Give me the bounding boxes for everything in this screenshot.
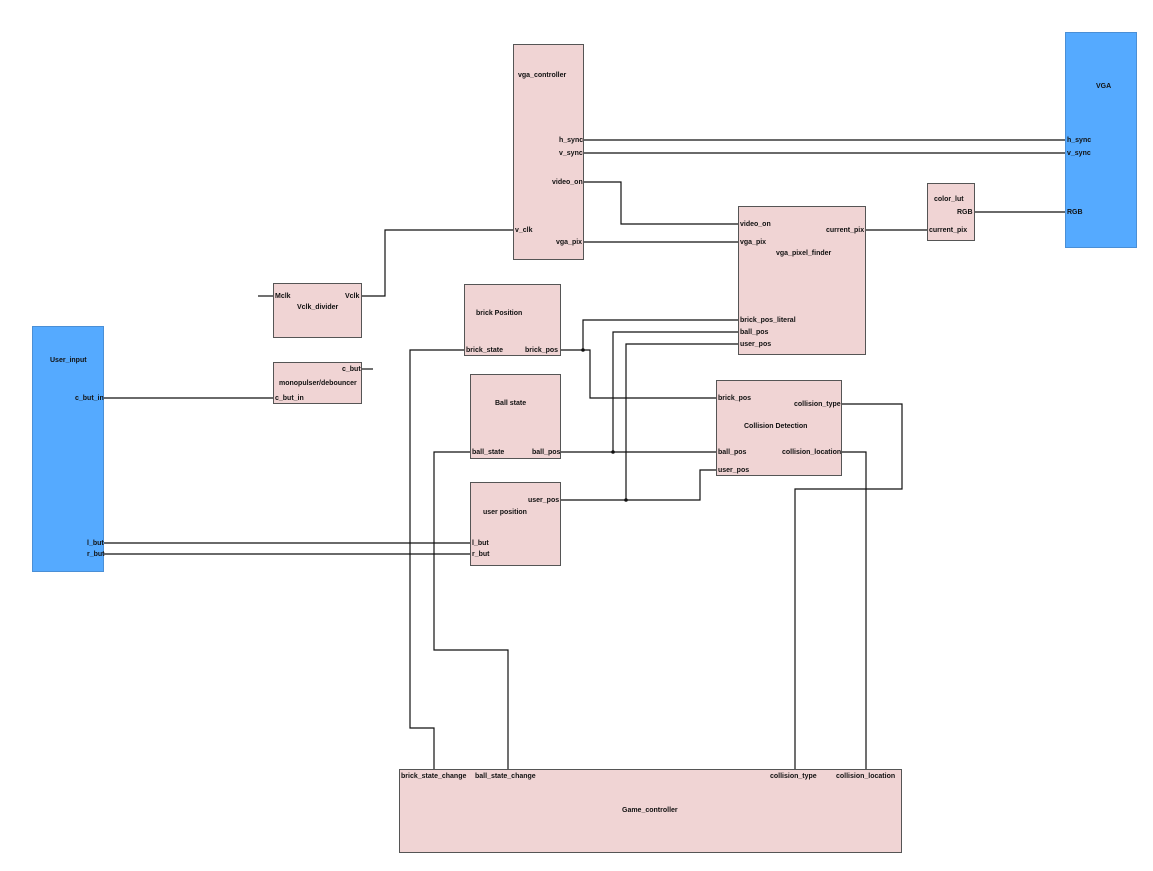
wire-brick-pos <box>561 349 716 399</box>
vga-pixel-finder-port-user-pos: user_pos <box>740 341 772 348</box>
wire-brick-pos-literal <box>582 319 738 350</box>
vga-port-h-sync: h_sync <box>1067 137 1092 144</box>
game-controller-port-brick-state-change: brick_state_change <box>401 773 467 780</box>
game-controller-block <box>399 769 902 853</box>
color-lut-block <box>927 183 975 241</box>
game-controller-title: Game_controller <box>622 807 678 814</box>
junction-ball-pos <box>611 450 615 454</box>
vga-pixel-finder-port-ball-pos: ball_pos <box>740 329 769 336</box>
game-controller-port-collision-location: collision_location <box>836 773 896 780</box>
brick-position-port-brick-pos: brick_pos <box>525 347 559 354</box>
vga-pixel-finder-port-vga-pix: vga_pix <box>740 239 767 246</box>
vga-controller-title: vga_controller <box>518 72 567 79</box>
vga-port-rgb: RGB <box>1067 209 1083 216</box>
wire-video-on <box>584 181 738 225</box>
wire-ball-state <box>433 451 509 769</box>
ball-state-title: Ball state <box>495 400 527 407</box>
color-lut-port-rgb: RGB <box>957 209 973 216</box>
wire-collision-location <box>842 451 867 769</box>
wire-brick-state <box>409 349 464 769</box>
vga-pixel-finder-block <box>738 206 866 355</box>
user-position-block <box>470 482 561 566</box>
ball-state-port-ball-pos: ball_pos <box>532 449 561 456</box>
brick-position-port-brick-state: brick_state <box>466 347 503 354</box>
color-lut-title: color_lut <box>934 196 964 203</box>
game-controller-port-ball-state-change: ball_state_change <box>475 773 536 780</box>
user-input-port-l-but: l_but <box>87 540 104 547</box>
color-lut-port-current-pix: current_pix <box>929 227 968 234</box>
collision-detection-block <box>716 380 842 476</box>
vga-controller-port-v-clk: v_clk <box>515 227 533 234</box>
ball-state-block <box>470 374 561 459</box>
user-position-port-l-but: l_but <box>472 540 489 547</box>
vga-controller-port-v-sync: v_sync <box>559 150 583 157</box>
vga-pixel-finder-port-current-pix: current_pix <box>826 227 865 234</box>
vga-block <box>1065 32 1137 248</box>
wire-ball-pos-finder <box>612 331 738 452</box>
junction-user-pos <box>624 498 628 502</box>
vclk-divider-title: Vclk_divider <box>297 304 339 311</box>
collision-detection-port-user-pos: user_pos <box>718 467 750 474</box>
vga-pixel-finder-port-brick-pos-literal: brick_pos_literal <box>740 317 796 324</box>
collision-detection-port-collision-location: collision_location <box>782 449 842 456</box>
vga-controller-port-h-sync: h_sync <box>559 137 584 144</box>
user-input-port-r-but: r_but <box>87 551 105 558</box>
monopulser-port-c-but: c_but <box>342 366 361 373</box>
junction-brick-pos <box>581 348 585 352</box>
vga-controller-block <box>513 44 584 260</box>
monopulser-title: monopulser/debouncer <box>279 380 357 387</box>
user-input-block <box>32 326 104 572</box>
collision-detection-port-ball-pos: ball_pos <box>718 449 747 456</box>
user-position-title: user position <box>483 509 527 516</box>
vga-pixel-finder-port-video-on: video_on <box>740 221 771 228</box>
collision-detection-title: Collision Detection <box>744 423 808 430</box>
wire-vclk <box>362 229 513 297</box>
game-controller-port-collision-type: collision_type <box>770 773 817 780</box>
vclk-divider-port-mclk: Mclk <box>275 293 291 300</box>
brick-position-block <box>464 284 561 356</box>
user-position-port-user-pos: user_pos <box>528 497 560 504</box>
vga-port-v-sync: v_sync <box>1067 150 1091 157</box>
monopulser-port-c-but-in: c_but_in <box>275 395 304 402</box>
user-input-port-c-but-in: c_but_in <box>75 395 104 402</box>
user-input-title: User_input <box>50 357 87 364</box>
monopulser-block <box>273 362 362 404</box>
wire-collision-type <box>794 403 903 769</box>
vga-title: VGA <box>1096 83 1112 90</box>
vga-pixel-finder-title: vga_pixel_finder <box>776 250 832 257</box>
collision-detection-port-brick-pos: brick_pos <box>718 395 752 402</box>
vclk-divider-port-vclk: Vclk <box>345 293 360 300</box>
user-position-port-r-but: r_but <box>472 551 490 558</box>
brick-position-title: brick Position <box>476 310 523 317</box>
ball-state-port-ball-state: ball_state <box>472 449 505 456</box>
vclk-divider-block <box>273 283 362 338</box>
collision-detection-port-collision-type: collision_type <box>794 401 841 408</box>
wire-user-pos-finder <box>625 343 738 500</box>
vga-controller-port-video-on: video_on <box>552 179 583 186</box>
wire-user-pos <box>561 469 716 501</box>
vga-controller-port-vga-pix: vga_pix <box>556 239 583 246</box>
